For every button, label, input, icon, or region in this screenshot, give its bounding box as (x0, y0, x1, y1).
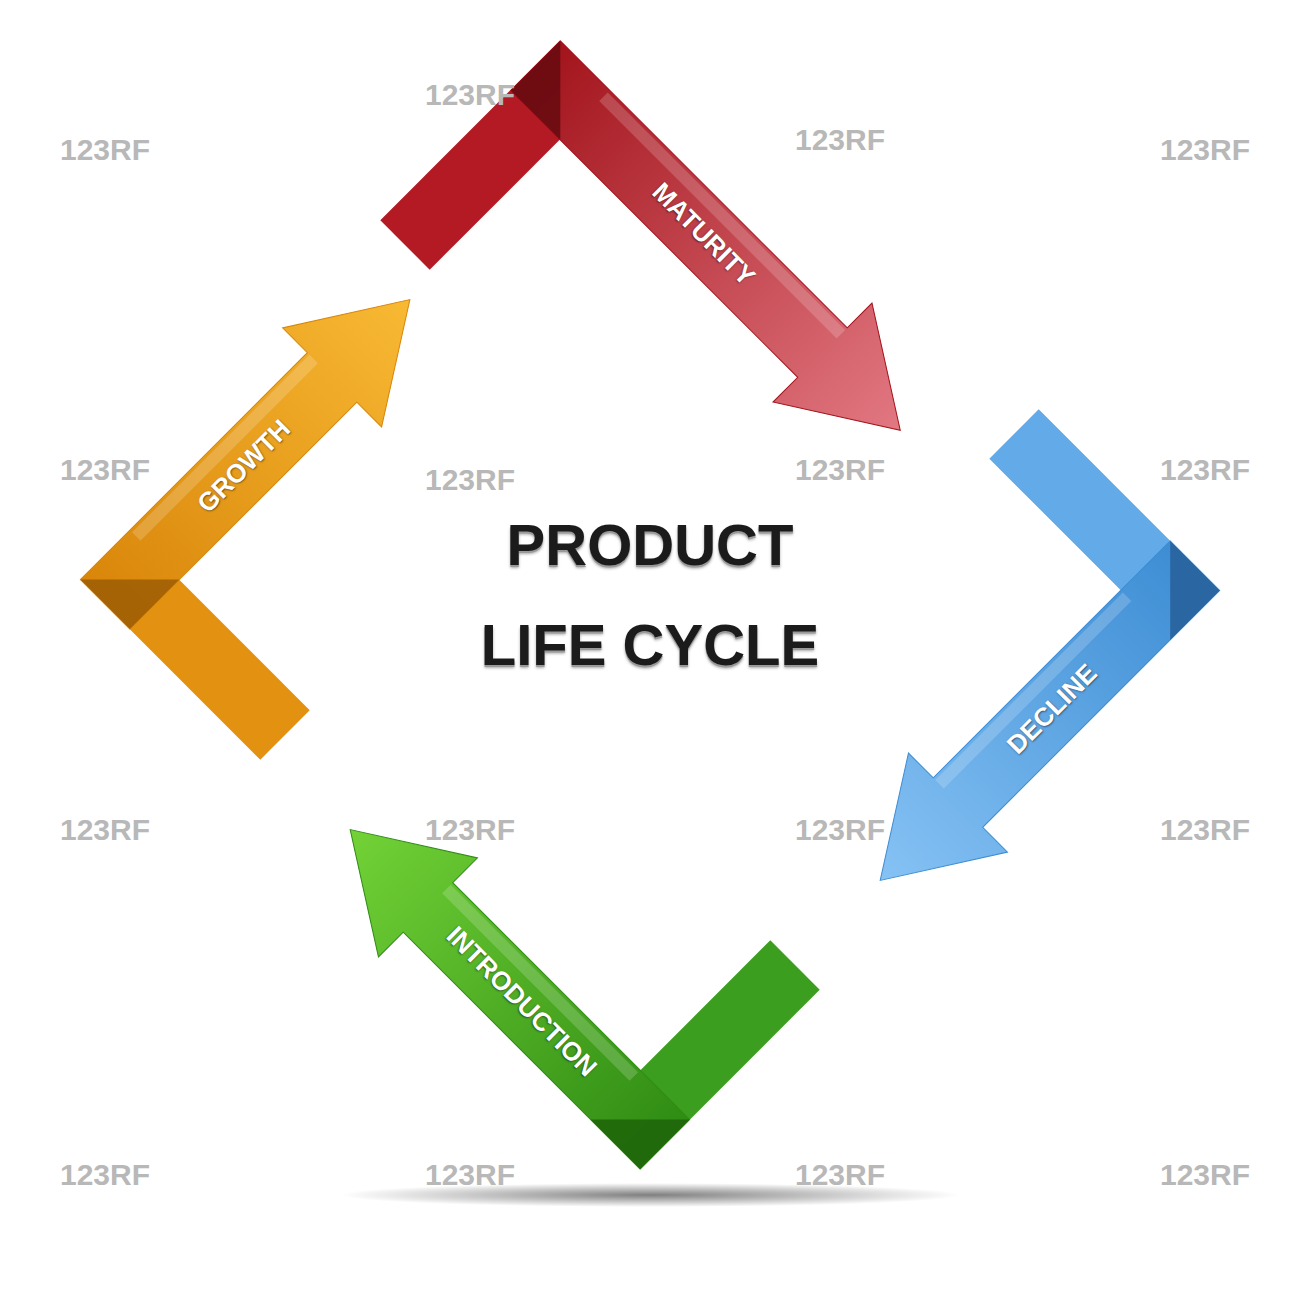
watermark-text: 123RF (425, 463, 515, 497)
stage-arrow: GROWTH (56, 250, 460, 654)
watermark-text: 123RF (795, 123, 885, 157)
watermark-text: 123RF (425, 78, 515, 112)
ribbon-fold (80, 530, 179, 629)
stage-label: INTRODUCTION (441, 921, 602, 1082)
stage-arrow: MATURITY (486, 16, 950, 480)
watermark-text: 123RF (60, 133, 150, 167)
watermark-text: 123RF (60, 1158, 150, 1192)
gloss-highlight (132, 355, 318, 541)
arrow-body (486, 16, 950, 480)
diagram-title: PRODUCT LIFE CYCLE (460, 495, 840, 695)
watermark-text: 123RF (425, 813, 515, 847)
arrow-body (300, 780, 714, 1194)
watermark-text: 123RF (1160, 813, 1250, 847)
arrow-body (56, 250, 460, 654)
watermark-text: 123RF (1160, 453, 1250, 487)
ribbon-tail (989, 409, 1219, 639)
ribbon-fold (1120, 541, 1219, 640)
ribbon-fold (590, 1070, 689, 1169)
gloss-highlight (935, 592, 1131, 788)
watermark-text: 123RF (1160, 1158, 1250, 1192)
gloss-highlight (442, 885, 638, 1081)
watermark-text: 123RF (1160, 133, 1250, 167)
watermark-text: 123RF (60, 453, 150, 487)
watermark-text: 123RF (795, 1158, 885, 1192)
arrow-body (830, 516, 1244, 930)
stage-arrow: DECLINE (830, 516, 1244, 930)
ribbon-fold (510, 41, 609, 140)
watermark-text: 123RF (795, 453, 885, 487)
watermark-text: 123RF (795, 813, 885, 847)
watermark-text: 123RF (60, 813, 150, 847)
watermark-text: 123RF (425, 1158, 515, 1192)
